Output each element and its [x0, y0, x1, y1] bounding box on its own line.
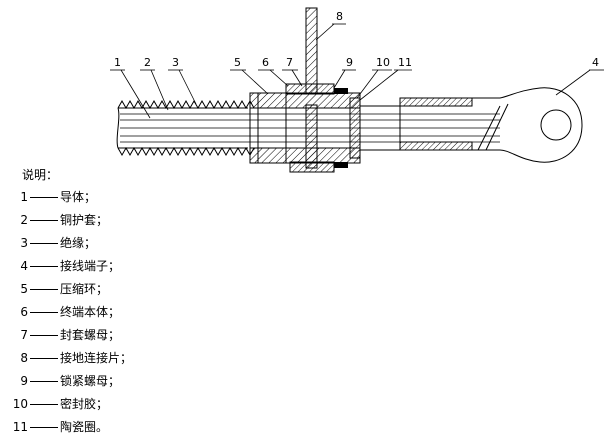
callout-4: 4	[592, 56, 599, 69]
callout-9: 9	[346, 56, 353, 69]
legend-item-number: 11	[12, 420, 28, 434]
legend-item-number: 8	[20, 351, 28, 365]
legend-item-text: 密封胶；	[60, 397, 109, 411]
legend-item: 8 接地连接片；	[0, 349, 132, 367]
legend-item-dash	[30, 358, 58, 359]
legend-item-text: 铜护套；	[60, 213, 109, 227]
legend-item-number: 1	[20, 190, 28, 204]
cable-termination-drawing: 1 2 3 4 5 6 7 8 9 10 11	[110, 7, 604, 173]
legend-item: 2 铜护套；	[0, 211, 108, 229]
legend-item-text: 压缩环；	[60, 282, 109, 296]
callout-2: 2	[144, 56, 151, 69]
legend-item: 5 压缩环；	[0, 280, 108, 298]
ceramic-ring	[349, 97, 400, 159]
legend-item: 3 绝缘；	[0, 234, 96, 252]
legend-item-number: 9	[20, 374, 28, 388]
termination-body	[249, 92, 361, 164]
legend-item-number: 2	[20, 213, 28, 227]
legend-item-dash	[30, 335, 58, 336]
legend-item-text: 锁紧螺母；	[60, 374, 121, 388]
callout-5: 5	[234, 56, 241, 69]
terminal-lug	[399, 87, 583, 163]
legend-item-dash	[30, 381, 58, 382]
callout-11: 11	[398, 56, 412, 69]
callout-8: 8	[336, 10, 343, 23]
legend-item-number: 5	[20, 282, 28, 296]
legend-item-dash	[30, 220, 58, 221]
legend-item-dash	[30, 266, 58, 267]
cable-sheath	[116, 99, 255, 157]
legend-item-dash	[30, 289, 58, 290]
legend-item-text: 接线端子；	[60, 259, 121, 273]
legend-item-text: 绝缘；	[60, 236, 97, 250]
legend-item-text: 导体；	[60, 190, 97, 204]
legend-item-text: 终端本体；	[60, 305, 121, 319]
legend-item-number: 7	[20, 328, 28, 342]
legend-item: 9 锁紧螺母；	[0, 372, 120, 390]
legend-item: 10 密封胶；	[0, 395, 108, 413]
legend-item-text: 陶瓷圈。	[60, 420, 109, 434]
callout-6: 6	[262, 56, 269, 69]
legend-item-dash	[30, 312, 58, 313]
legend-item-number: 6	[20, 305, 28, 319]
legend-title: 说明：	[22, 168, 59, 182]
legend-item-text: 封套螺母；	[60, 328, 121, 342]
callout-3: 3	[172, 56, 179, 69]
legend-item: 7 封套螺母；	[0, 326, 120, 344]
legend-item-text: 接地连接片；	[60, 351, 133, 365]
legend-item-dash	[30, 197, 58, 198]
callout-7: 7	[286, 56, 293, 69]
legend-item-dash	[30, 427, 58, 428]
callout-numbers: 1 2 3 4 5 6 7 8 9 10 11	[114, 10, 599, 69]
callout-1: 1	[114, 56, 121, 69]
legend-item-number: 3	[20, 236, 28, 250]
callout-10: 10	[376, 56, 390, 69]
legend-item: 1 导体；	[0, 188, 96, 206]
legend-item: 4 接线端子；	[0, 257, 120, 275]
legend-item-dash	[30, 243, 58, 244]
nuts	[285, 83, 348, 173]
legend-item-number: 4	[20, 259, 28, 273]
legend-item: 11 陶瓷圈。	[0, 418, 108, 436]
callout-leaders	[110, 23, 604, 119]
legend-item-dash	[30, 404, 58, 405]
legend-item-number: 10	[12, 397, 28, 411]
legend-item: 6 终端本体；	[0, 303, 120, 321]
